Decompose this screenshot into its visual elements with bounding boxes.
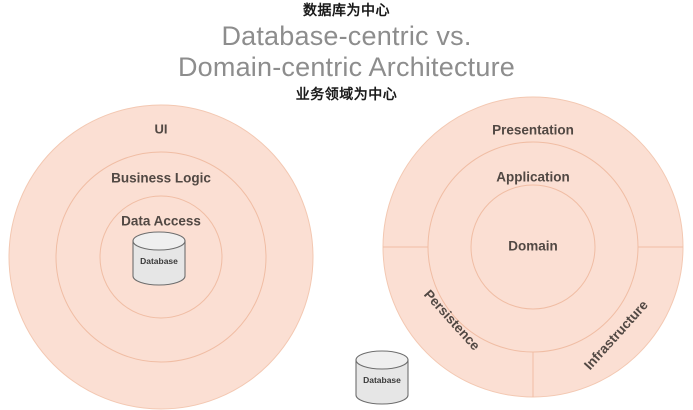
cylinder-top [355,350,409,370]
domain-centric-diagram [382,96,684,398]
ring-domain [470,184,596,310]
cylinder-body [132,240,186,286]
database-cylinder-left [132,231,186,286]
cylinder-body [355,359,409,405]
database-cylinder-bottom [355,350,409,405]
cylinder-top [132,231,186,251]
